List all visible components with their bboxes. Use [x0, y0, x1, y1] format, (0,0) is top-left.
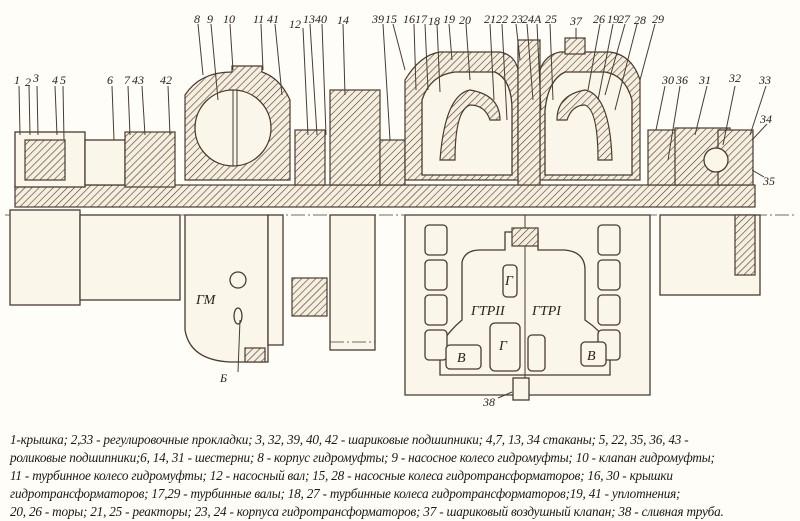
label-15: 15	[385, 12, 397, 26]
figure-caption: 1-крышка; 2,33 - регулировочные прокладк…	[10, 431, 800, 521]
caption-line: 11 - турбинное колесо гидромуфты; 12 - н…	[10, 468, 673, 483]
label-13: 13	[303, 12, 315, 26]
label-20: 20	[459, 13, 471, 27]
label-4: 4	[52, 73, 58, 87]
label-22: 22	[496, 12, 508, 26]
label-9: 9	[207, 12, 213, 26]
label-26: 26	[593, 12, 605, 26]
label-30: 30	[661, 73, 674, 87]
label-24: 24	[522, 12, 534, 26]
label-32: 32	[728, 71, 741, 85]
label-5: 5	[60, 73, 66, 87]
label-28: 28	[634, 13, 646, 27]
label-8: 8	[194, 12, 200, 26]
label-39: 39	[371, 12, 384, 26]
label-3: 3	[32, 71, 39, 85]
zone-labels: ГМ Б ГТРII ГТРI Г Г В В	[195, 274, 596, 385]
leader-lines	[18, 23, 768, 399]
zone-v-left: В	[457, 351, 466, 366]
label-31: 31	[698, 73, 711, 87]
label-16: 16	[403, 12, 415, 26]
label-43: 43	[132, 73, 144, 87]
transmission-cross-section-drawing: 1 2 3 4 5 6 7 43 42 8 9 10 11 41 12 13 4…	[5, 12, 795, 409]
label-27: 27	[618, 12, 631, 26]
label-14: 14	[337, 13, 349, 27]
label-36: 36	[675, 73, 688, 87]
part-number-labels: 1 2 3 4 5 6 7 43 42 8 9 10 11 41 12 13 4…	[14, 12, 775, 409]
label-1: 1	[14, 73, 20, 87]
label-A: A	[533, 12, 542, 26]
torque-converters	[404, 37, 651, 401]
label-40: 40	[315, 12, 327, 26]
caption-line: 1-крышка; 2,33 - регулировочные прокладк…	[10, 432, 689, 447]
zone-g-top: Г	[504, 274, 514, 289]
main-shaft	[5, 131, 795, 306]
label-6: 6	[107, 73, 113, 87]
zone-b: Б	[219, 371, 227, 385]
label-19-left: 19	[443, 12, 455, 26]
caption-line: 20, 26 - торы; 21, 25 - реакторы; 23, 24…	[10, 504, 724, 519]
label-10: 10	[223, 12, 235, 26]
label-38: 38	[482, 395, 495, 409]
label-18: 18	[428, 14, 440, 28]
zone-gm: ГМ	[195, 293, 217, 308]
label-33: 33	[758, 73, 771, 87]
label-21: 21	[484, 12, 496, 26]
label-23: 23	[511, 12, 523, 26]
label-17: 17	[415, 12, 428, 26]
zone-g-bottom: Г	[498, 339, 508, 354]
label-11: 11	[253, 12, 264, 26]
label-19-right: 19	[607, 12, 619, 26]
label-34: 34	[759, 112, 772, 126]
label-25: 25	[545, 12, 557, 26]
zone-gtr2: ГТРII	[470, 304, 506, 319]
right-end-assembly	[647, 127, 761, 296]
zone-v-right: В	[587, 349, 596, 364]
label-42: 42	[160, 73, 172, 87]
gear-14	[291, 89, 406, 351]
caption-line: роликовые подшипники;6, 14, 31 - шестерн…	[10, 450, 715, 465]
fluid-coupling	[184, 65, 291, 363]
label-2: 2	[25, 75, 31, 89]
caption-line: гидротрансформаторов; 17,29 - турбинные …	[10, 486, 681, 501]
label-12: 12	[289, 17, 301, 31]
label-41: 41	[267, 12, 279, 26]
label-7: 7	[124, 73, 131, 87]
zone-gtr1: ГТРI	[531, 304, 562, 319]
label-29: 29	[652, 12, 664, 26]
label-37: 37	[569, 14, 583, 28]
label-35: 35	[762, 174, 775, 188]
